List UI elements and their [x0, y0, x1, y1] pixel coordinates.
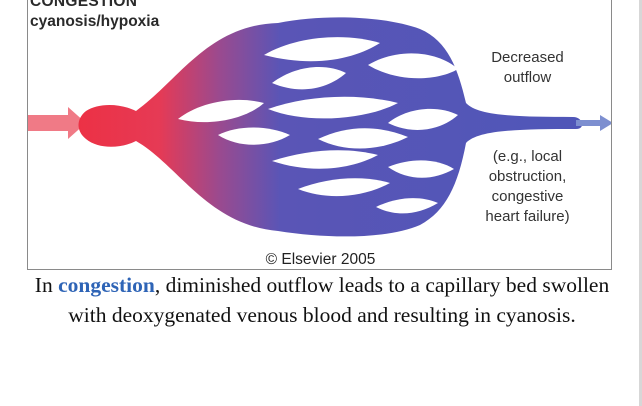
caption-prefix: In [34, 273, 59, 297]
outflow-label: Decreased outflow [470, 48, 585, 88]
caption-text: , diminished outflow leads to a capillar… [68, 273, 610, 327]
capillary-gaps [178, 37, 458, 214]
page-edge [639, 0, 642, 406]
outflow-arrow [576, 115, 611, 131]
example-label-line: congestive [491, 188, 564, 205]
capillary-bed [78, 17, 583, 237]
outflow-label-line: Decreased [491, 49, 564, 66]
figure-title: CONGESTION [30, 0, 138, 10]
example-label-line: (e.g., local [492, 148, 563, 165]
figure-caption: In congestion, diminished outflow leads … [22, 270, 622, 330]
congestion-figure: CONGESTION cyanosis/hypoxia Decreased ou… [27, 0, 612, 270]
inflow-arrow [28, 107, 86, 139]
figure-subtitle: cyanosis/hypoxia [30, 13, 160, 30]
capillary-bed-diagram [28, 17, 611, 237]
caption-keyword: congestion [58, 273, 155, 297]
example-label: (e.g., local obstruction, congestive hea… [470, 147, 585, 227]
outflow-label-line: outflow [503, 69, 552, 86]
example-label-line: obstruction, [488, 168, 567, 185]
example-label-line: heart failure) [485, 208, 570, 225]
copyright-notice: © Elsevier 2005 [265, 251, 376, 268]
